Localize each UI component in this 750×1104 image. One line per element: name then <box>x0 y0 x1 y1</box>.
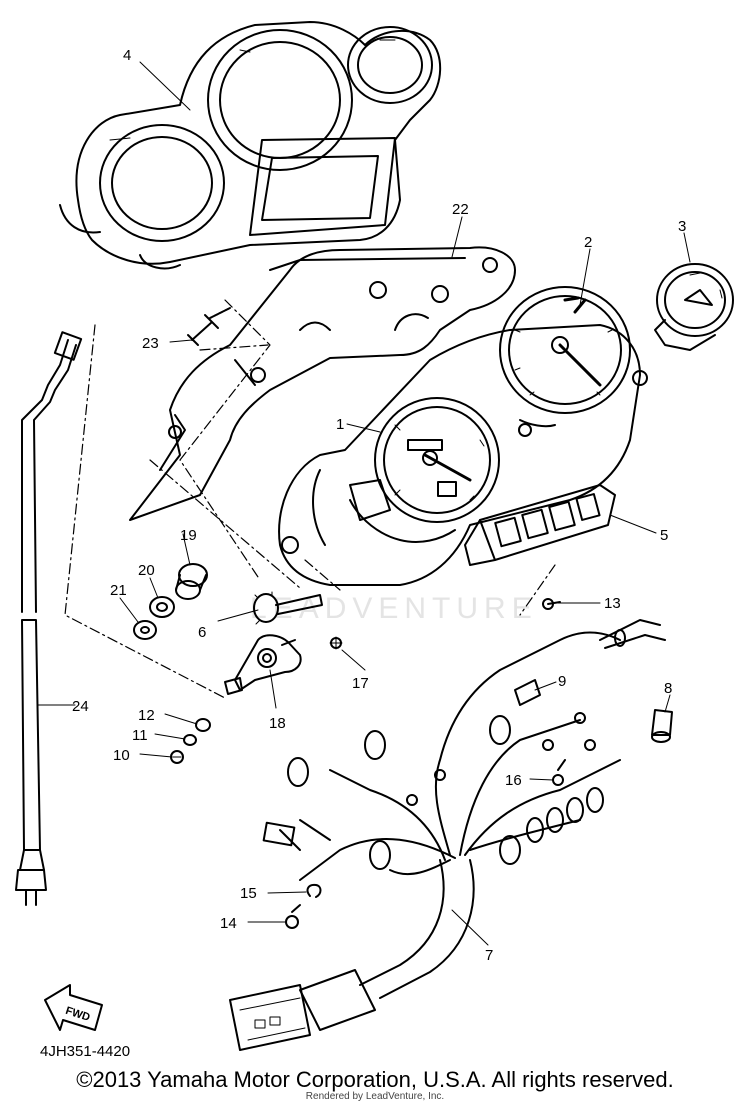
callout-24: 24 <box>72 698 89 715</box>
part-code: 4JH351-4420 <box>40 1043 130 1060</box>
screw-part-10[interactable] <box>170 750 184 764</box>
screw-part-23[interactable] <box>187 307 231 346</box>
screw-part-14[interactable] <box>285 904 301 929</box>
rendered-by-text: Rendered by LeadVenture, Inc. <box>305 1091 445 1102</box>
callout-3: 3 <box>678 218 686 235</box>
cable-part-24[interactable] <box>15 331 83 906</box>
callout-13: 13 <box>604 595 621 612</box>
callout-15: 15 <box>240 885 257 902</box>
screw-part-17[interactable] <box>329 636 343 650</box>
leader-lines <box>37 61 691 946</box>
callout-14: 14 <box>220 915 237 932</box>
gauge-part-3[interactable] <box>654 263 734 351</box>
meter-assembly-part-1[interactable] <box>278 324 648 586</box>
callout-18: 18 <box>269 715 286 732</box>
callout-6: 6 <box>198 624 206 641</box>
callout-1: 1 <box>336 416 344 433</box>
bulb-part-8[interactable] <box>651 709 673 743</box>
callout-17: 17 <box>352 675 369 692</box>
callout-11: 11 <box>132 727 148 744</box>
assembly-guide-lines <box>64 299 556 699</box>
gearbox-part-18[interactable] <box>224 634 302 695</box>
callout-23: 23 <box>142 335 159 352</box>
callout-5: 5 <box>660 527 668 544</box>
callout-7: 7 <box>485 947 493 964</box>
screw-part-16[interactable] <box>552 759 566 786</box>
grommet-part-19[interactable] <box>175 563 208 600</box>
callout-2: 2 <box>584 234 592 251</box>
indicator-panel-part-5[interactable] <box>464 484 616 566</box>
tachometer-part-2[interactable] <box>499 286 631 437</box>
callout-21: 21 <box>110 582 127 599</box>
gear-part-6[interactable] <box>253 591 323 625</box>
meter-cover-part-4[interactable] <box>59 21 442 270</box>
spring-washer-part-11[interactable] <box>183 734 197 746</box>
nut-part-21[interactable] <box>133 620 157 640</box>
screw-part-13[interactable] <box>542 598 561 610</box>
washer-part-12[interactable] <box>195 718 211 732</box>
callout-16: 16 <box>505 772 522 789</box>
callout-10: 10 <box>113 747 130 764</box>
copyright-text: ©2013 Yamaha Motor Corporation, U.S.A. A… <box>76 1067 674 1092</box>
callout-9: 9 <box>558 673 566 690</box>
wire-harness-part-7[interactable] <box>229 619 666 1051</box>
callout-4: 4 <box>123 47 131 64</box>
callout-labels: 4 22 2 3 23 1 5 13 19 20 21 6 17 18 12 1… <box>40 47 686 1060</box>
bulb-part-9[interactable] <box>514 679 541 706</box>
washer-part-20[interactable] <box>149 596 175 618</box>
callout-8: 8 <box>664 680 672 697</box>
callout-20: 20 <box>138 562 155 579</box>
watermark-text: LEADVENTURE <box>250 592 538 625</box>
callout-19: 19 <box>180 527 197 544</box>
fwd-arrow-icon: FWD <box>44 984 103 1031</box>
bracket-part-22[interactable] <box>129 246 516 521</box>
clip-part-15[interactable] <box>306 883 322 898</box>
callout-12: 12 <box>138 707 155 724</box>
callout-22: 22 <box>452 201 469 218</box>
